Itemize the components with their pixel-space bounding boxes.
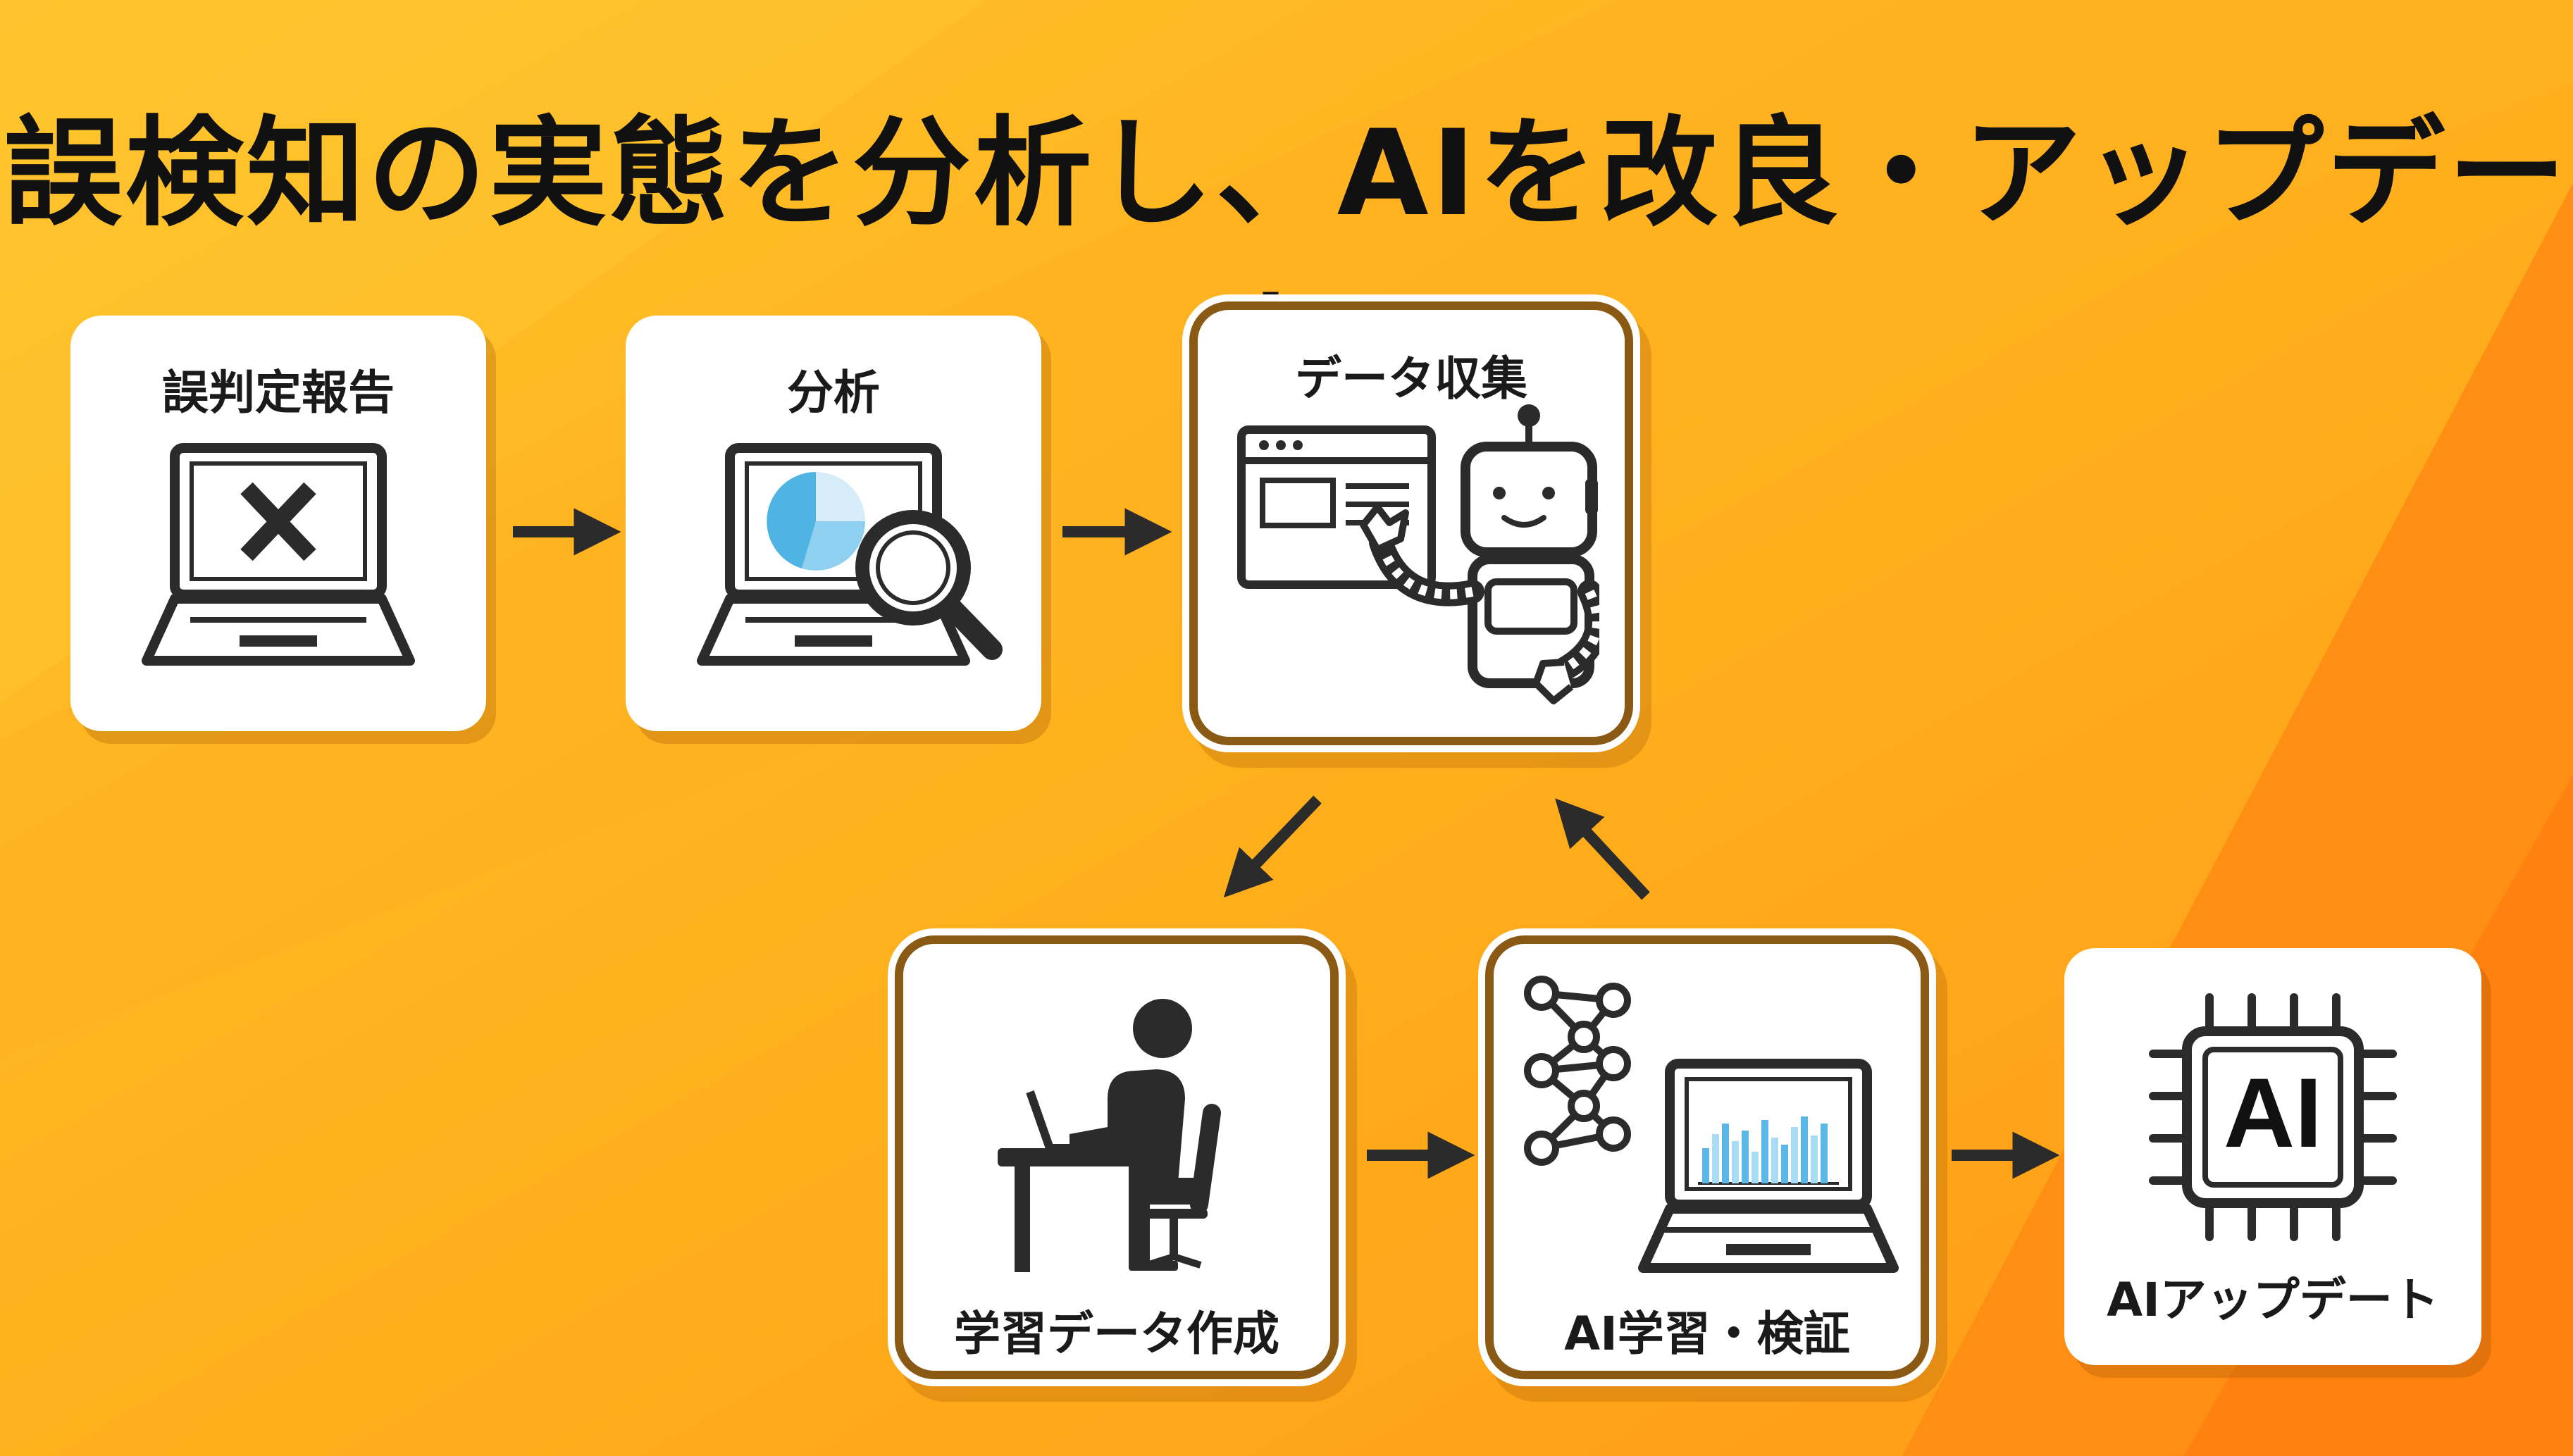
- step-card-ai-update: AI AIアップデート: [2064, 948, 2481, 1365]
- bar-chart-icon: [1698, 1116, 1839, 1185]
- pie-chart-icon: [767, 472, 865, 571]
- step-card-data-collection: データ収集: [1198, 310, 1625, 737]
- step-card-ai-training: AI学習・検証: [1494, 944, 1921, 1371]
- step-card-analysis: 分析: [626, 316, 1041, 731]
- step-label-ai-update: AIアップデート: [2107, 1273, 2439, 1327]
- neural-network-icon: [1524, 976, 1631, 1166]
- step-label-data-collection: データ収集: [1295, 351, 1527, 406]
- robot-browser-icon: [1237, 404, 1599, 704]
- arrow-collection-to-training-data: [1223, 795, 1322, 898]
- ai-chip-icon: AI: [2149, 993, 2397, 1241]
- person-at-desk-icon: [998, 999, 1221, 1272]
- chip-text: AI: [2224, 1057, 2322, 1168]
- laptop-x-icon: [142, 443, 415, 666]
- step-label-ai-training: AI学習・検証: [1564, 1307, 1850, 1361]
- arrow-ai-training-to-collection: [1555, 798, 1650, 900]
- neural-network-laptop-icon: [1524, 976, 1899, 1273]
- step-card-report: 誤判定報告: [70, 316, 486, 731]
- step-card-training-data: 学習データ作成: [903, 944, 1330, 1371]
- magnifier-icon: [855, 510, 1003, 660]
- laptop-magnifier-pie-chart-icon: [697, 443, 1003, 666]
- step-label-training-data: 学習データ作成: [954, 1307, 1279, 1361]
- step-label-report: 誤判定報告: [162, 366, 395, 420]
- step-label-analysis: 分析: [787, 366, 880, 420]
